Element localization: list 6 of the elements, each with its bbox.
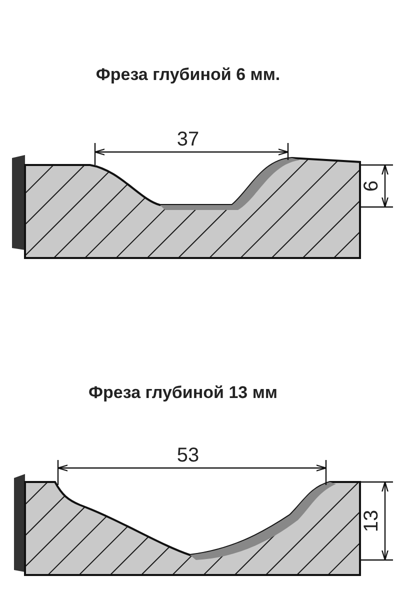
dimension-label: 53	[176, 444, 200, 468]
dimension-label: 37	[176, 128, 200, 152]
dimension-label: 13	[360, 510, 384, 532]
drawing-heading: Фреза глубиной 13 мм	[88, 383, 278, 403]
dimension-label: 6	[360, 180, 384, 192]
drawing-heading: Фреза глубиной 6 мм.	[96, 65, 280, 85]
